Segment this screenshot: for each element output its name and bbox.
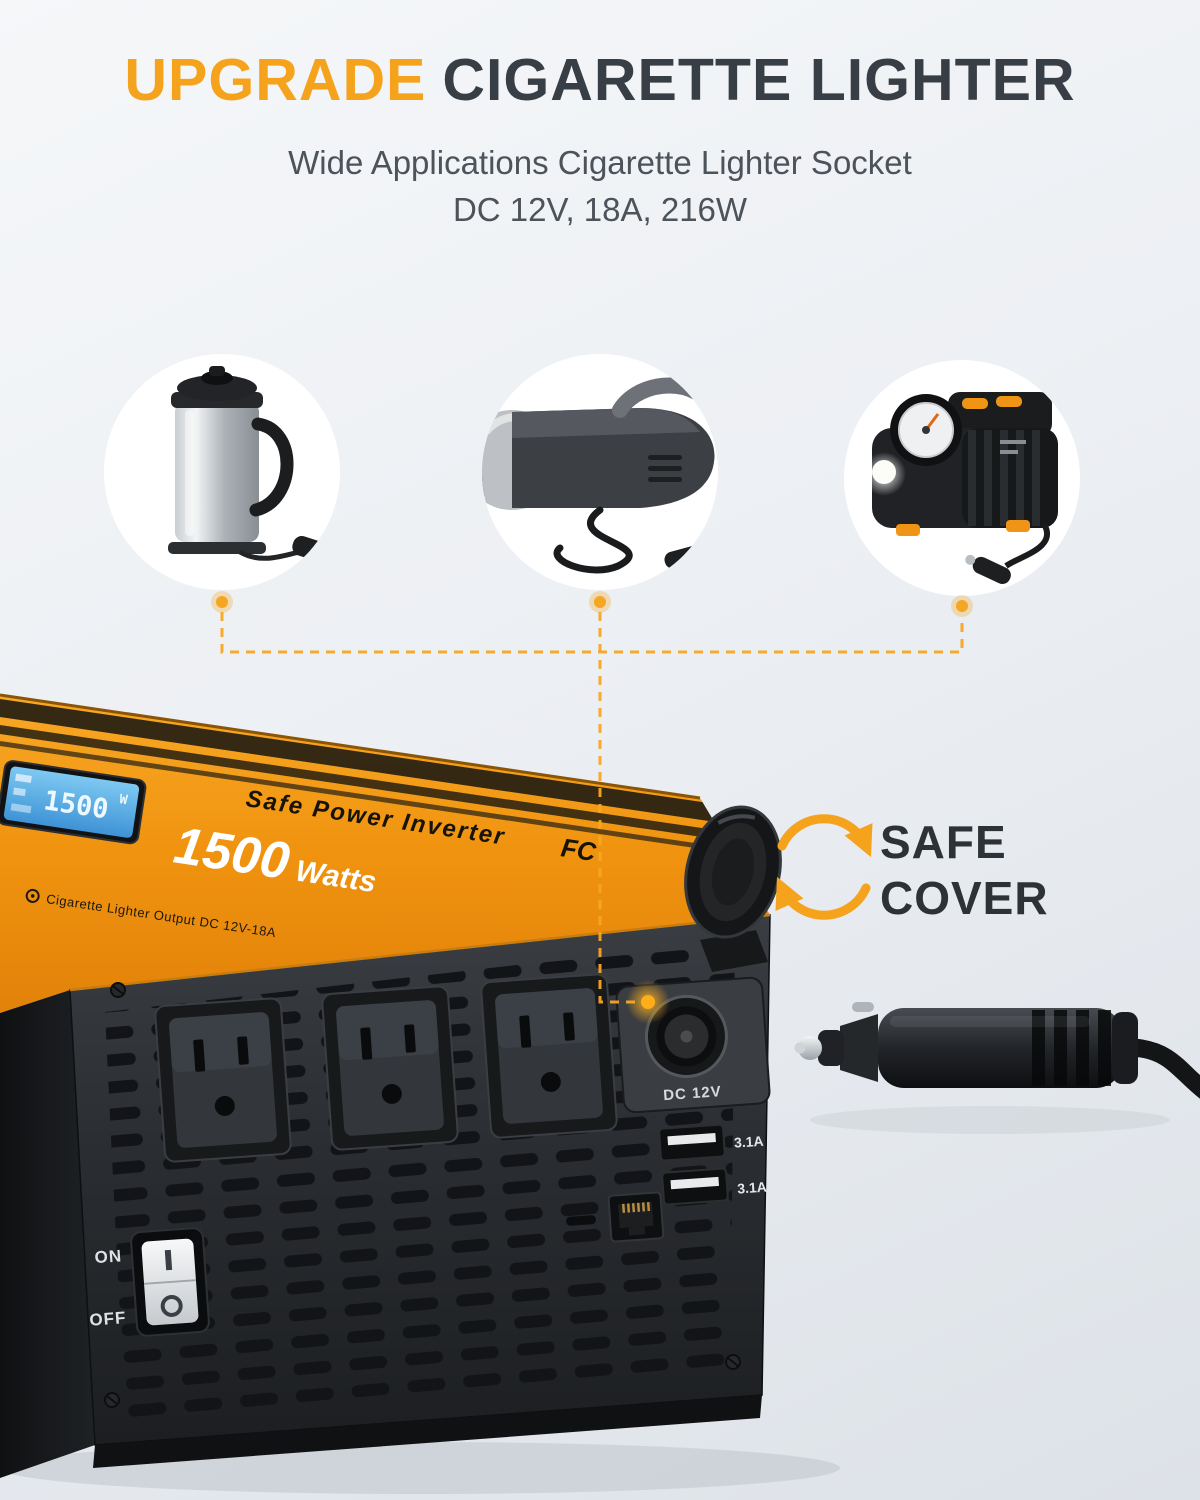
rotate-arrow-bottom [775, 876, 871, 920]
fcc-mark: FC [559, 832, 599, 867]
tire-inflator-icon [862, 392, 1058, 584]
title-rest: CIGARETTE LIGHTER [442, 47, 1076, 113]
connector-dot-inflator [951, 595, 973, 617]
cigarette-lighter-plug [794, 1002, 1200, 1099]
plug-side-contact [852, 1002, 874, 1012]
usb-label-bottom: 3.1A [737, 1179, 768, 1197]
dc-socket-label: DC 12V [663, 1083, 723, 1104]
handheld-vacuum-icon [482, 377, 718, 574]
inverter-top-face [0, 695, 770, 1013]
socket-safe-cover [684, 805, 782, 972]
plug-cable [1129, 1039, 1200, 1099]
ac-outlet-1 [153, 996, 293, 1164]
rocker-on-mark [164, 1249, 173, 1271]
inverter-left-face [0, 990, 95, 1478]
switch-on-label: ON [94, 1246, 123, 1267]
plug-grip-ribs [1032, 1010, 1111, 1086]
application-circle-inflator [844, 360, 1080, 596]
application-circle-vacuum [482, 354, 718, 590]
connector-dot-vacuum [589, 591, 611, 613]
rotate-arrow-top [777, 814, 873, 858]
plug-head [840, 1014, 878, 1082]
power-switch: ON OFF [89, 1227, 210, 1337]
lcd-segment [12, 787, 26, 797]
plug-end-cap [1112, 1012, 1138, 1084]
power-inverter: 1500 W Safe Power Inverter FC 1500Watts … [0, 693, 782, 1478]
connector-dot-kettle [211, 591, 233, 613]
top-back-edge [0, 693, 701, 800]
usb-ports: 3.1A 3.1A [658, 1123, 768, 1206]
connector-lines [211, 591, 973, 1024]
socket-glyph-dot [30, 894, 35, 898]
plug-tip [798, 1036, 822, 1060]
lcd-segment [15, 773, 32, 783]
safe-cover-label-line1: SAFE [880, 816, 1007, 868]
inverter-base [93, 1395, 762, 1468]
screws [104, 982, 741, 1408]
subtitle-line-1: Wide Applications Cigarette Lighter Sock… [288, 144, 912, 181]
plug-shadow [810, 1106, 1170, 1134]
safe-cover-label-line2: COVER [880, 872, 1049, 924]
rj45-port [607, 1191, 665, 1243]
ac-outlet-2 [320, 984, 460, 1152]
ac-outlet-3 [479, 972, 619, 1140]
application-circle-kettle [104, 354, 340, 590]
lcd-unit: W [118, 792, 128, 808]
socket-highlight-dot [626, 980, 670, 1024]
rotation-arrows [775, 814, 873, 920]
rocker-off-mark [160, 1294, 183, 1317]
aux-slot [566, 1215, 597, 1226]
lcd-display: 1500 W [0, 760, 147, 845]
switch-off-label: OFF [89, 1308, 127, 1330]
subtitle-line-2: DC 12V, 18A, 216W [452, 190, 748, 228]
lcd-segment [10, 803, 32, 814]
front-top-edge [69, 913, 771, 992]
top-face-ridges [0, 699, 770, 859]
title-highlight: UPGRADE [124, 47, 427, 113]
usb-label-top: 3.1A [733, 1133, 764, 1151]
socket-glyph-icon [25, 888, 40, 903]
